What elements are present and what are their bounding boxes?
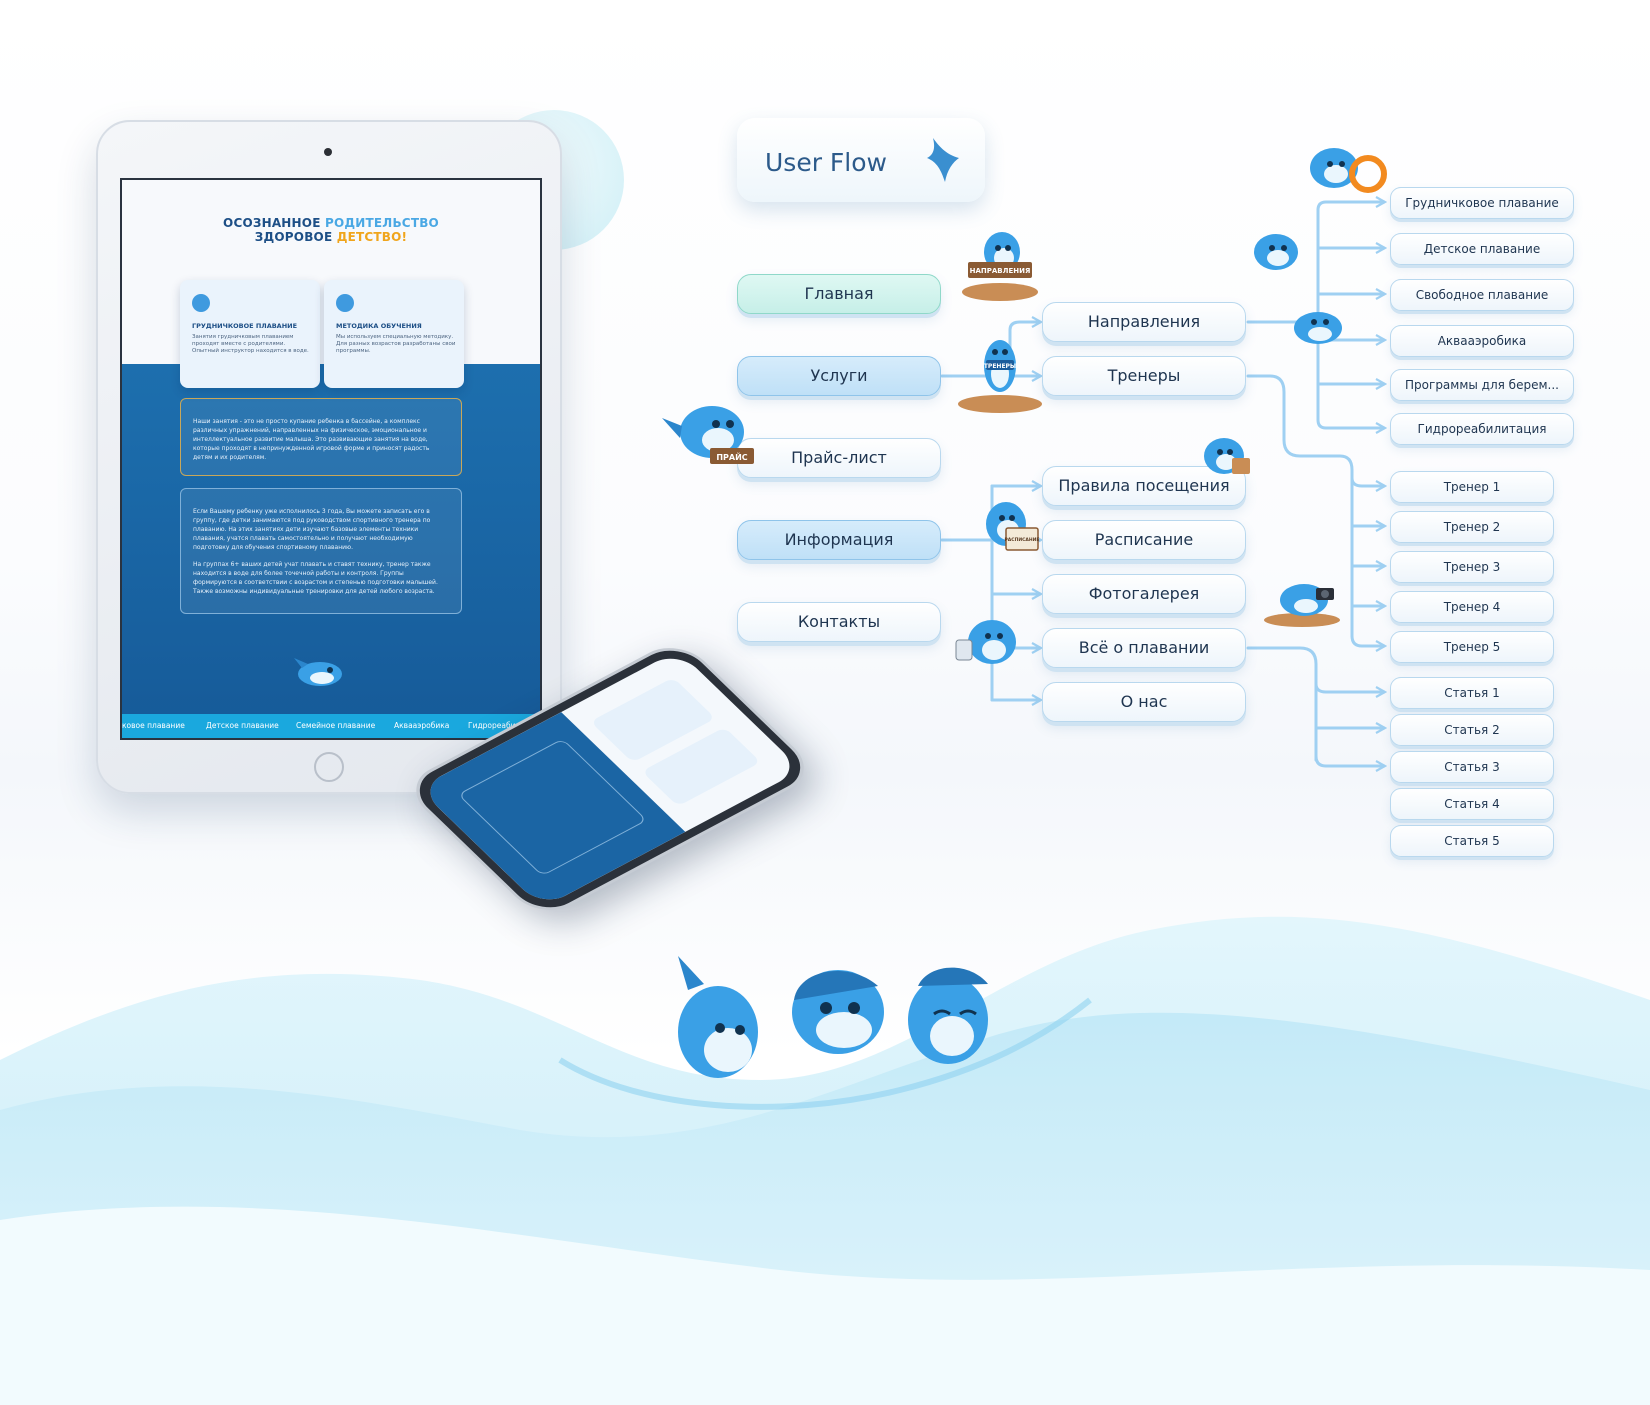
dolphin-trio-illustration (678, 956, 988, 1078)
ticker-item[interactable]: Семейное плавание (296, 721, 376, 730)
about-text: Наши занятия - это не просто купание реб… (193, 418, 430, 461)
groups-text-2: На группах 6+ ваших детей учат плавать и… (193, 561, 438, 595)
leaf-trainer[interactable]: Тренер 5 (1390, 631, 1554, 663)
dolphin-mascot-schedule: РАСПИСАНИЕ (986, 502, 1040, 551)
sign-directions: НАПРАВЛЕНИЯ (970, 267, 1031, 275)
ticker-item[interactable]: Детское плавание (206, 721, 279, 730)
user-flow-title: User Flow (765, 148, 887, 177)
groups-panel: Если Вашему ребенку уже исполнилось 3 го… (180, 488, 462, 614)
node-trainers[interactable]: Тренеры (1042, 356, 1246, 396)
leaf-direction[interactable]: Программы для берем... (1390, 369, 1574, 401)
node-directions[interactable]: Направления (1042, 302, 1246, 342)
groups-text-1: Если Вашему ребенку уже исполнилось 3 го… (193, 508, 431, 551)
dolphin-mascot-rules (1204, 438, 1250, 474)
leaf-direction[interactable]: Грудничковое плавание (1390, 187, 1574, 219)
dolphin-mascot-free-swim (1294, 312, 1342, 344)
sign-price: ПРАЙС (716, 451, 747, 462)
node-schedule[interactable]: Расписание (1042, 520, 1246, 560)
leaf-article[interactable]: Статья 2 (1390, 714, 1554, 746)
user-flow-title-card: User Flow (737, 118, 985, 202)
card-description: Занятия грудничковым плаванием проходят … (192, 334, 309, 354)
dolphin-mascot-price: ПРАЙС (662, 406, 754, 464)
dolphin-mascot-swimming (955, 620, 1016, 664)
tablet-camera (324, 148, 332, 156)
dolphin-mascot-trainers: ТРЕНЕРЫ (958, 340, 1042, 413)
leaf-direction[interactable]: Гидрореабилитация (1390, 413, 1574, 445)
services-ticker: ковое плавание Детское плавание Семейное… (122, 714, 540, 738)
hero-title: ОСОЗНАННОЕ РОДИТЕЛЬСТВО ЗДОРОВОЕ ДЕТСТВО… (223, 216, 439, 244)
leaf-direction[interactable]: Детское плавание (1390, 233, 1574, 265)
card-title: ГРУДНИЧКОВОЕ ПЛАВАНИЕ (192, 322, 298, 330)
node-gallery[interactable]: Фотогалерея (1042, 574, 1246, 614)
leaf-trainer[interactable]: Тренер 1 (1390, 471, 1554, 503)
leaf-trainer[interactable]: Тренер 2 (1390, 511, 1554, 543)
card-description: Мы используем специальную методику. Для … (336, 334, 456, 354)
node-home[interactable]: Главная (737, 274, 941, 314)
dolphin-mascot-directions: НАПРАВЛЕНИЯ (962, 232, 1038, 301)
tablet-home-button (314, 752, 344, 782)
node-about-us[interactable]: О нас (1042, 682, 1246, 722)
swim-icon (192, 294, 210, 312)
ticker-item[interactable]: Гидрореаби (468, 721, 516, 730)
ticker-item[interactable]: Аквааэробика (394, 721, 450, 730)
leaf-trainer[interactable]: Тренер 4 (1390, 591, 1554, 623)
leaf-article[interactable]: Статья 3 (1390, 751, 1554, 783)
card-title: МЕТОДИКА ОБУЧЕНИЯ (336, 322, 422, 330)
feature-card-method[interactable]: МЕТОДИКА ОБУЧЕНИЯ Мы используем специаль… (324, 280, 464, 388)
leaf-direction[interactable]: Свободное плавание (1390, 279, 1574, 311)
sign-trainers: ТРЕНЕРЫ (984, 363, 1016, 370)
dolphin-mascot-infant (1310, 148, 1387, 193)
ticker-item[interactable]: ковое плавание (122, 721, 185, 730)
feature-card-infant[interactable]: ГРУДНИЧКОВОЕ ПЛАВАНИЕ Занятия грудничков… (180, 280, 320, 388)
node-contacts[interactable]: Контакты (737, 602, 941, 642)
node-price-list[interactable]: Прайс-лист (737, 438, 941, 478)
tablet-screen: ОСОЗНАННОЕ РОДИТЕЛЬСТВО ЗДОРОВОЕ ДЕТСТВО… (120, 178, 542, 740)
dolphin-mascot-gallery (1264, 584, 1340, 627)
node-visit-rules[interactable]: Правила посещения (1042, 466, 1246, 506)
sign-schedule: РАСПИСАНИЕ (1004, 537, 1039, 543)
leaf-article[interactable]: Статья 1 (1390, 677, 1554, 709)
leaf-article[interactable]: Статья 4 (1390, 788, 1554, 820)
dolphin-fin-icon (927, 138, 959, 182)
node-info[interactable]: Информация (737, 520, 941, 560)
node-services[interactable]: Услуги (737, 356, 941, 396)
leaf-direction[interactable]: Аквааэробика (1390, 325, 1574, 357)
dolphin-mascot (294, 658, 342, 686)
calendar-icon (336, 294, 354, 312)
leaf-trainer[interactable]: Тренер 3 (1390, 551, 1554, 583)
dolphin-mascot-kids (1254, 234, 1298, 270)
node-about-swimming[interactable]: Всё о плавании (1042, 628, 1246, 668)
leaf-article[interactable]: Статья 5 (1390, 825, 1554, 857)
tablet-mockup: ОСОЗНАННОЕ РОДИТЕЛЬСТВО ЗДОРОВОЕ ДЕТСТВО… (96, 120, 562, 794)
about-panel: Наши занятия - это не просто купание реб… (180, 398, 462, 476)
